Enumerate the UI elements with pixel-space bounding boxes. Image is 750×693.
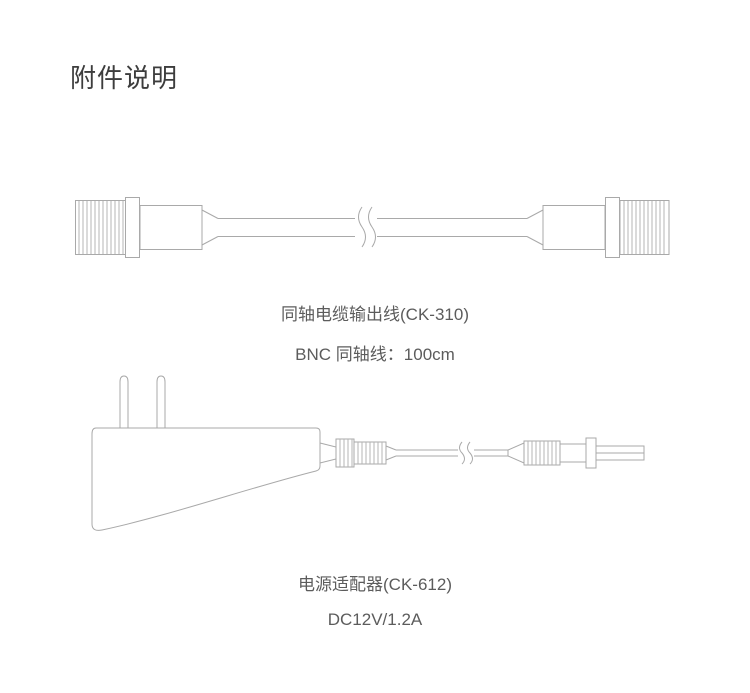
- cable-name-label: 同轴电缆输出线(CK-310): [281, 305, 469, 324]
- plug-prongs: [119, 375, 166, 428]
- dc-cable: [319, 438, 508, 468]
- cable-break-mark: [358, 206, 376, 248]
- bnc-connector-left: [75, 197, 219, 258]
- cable-line-right: [377, 218, 527, 237]
- adapter-spec-label: DC12V/1.2A: [327, 610, 423, 629]
- power-adapter-illustration: [91, 375, 645, 531]
- coaxial-cable-illustration: [75, 197, 670, 258]
- page-title: 附件说明: [70, 63, 179, 93]
- adapter-body: [91, 427, 321, 531]
- cable-spec-label: BNC 同轴线：100cm: [295, 345, 455, 364]
- bnc-connector-right: [526, 197, 670, 258]
- adapter-name-label: 电源适配器(CK-612): [298, 575, 452, 594]
- cable-line-left: [218, 218, 355, 237]
- dc-plug: [507, 437, 645, 469]
